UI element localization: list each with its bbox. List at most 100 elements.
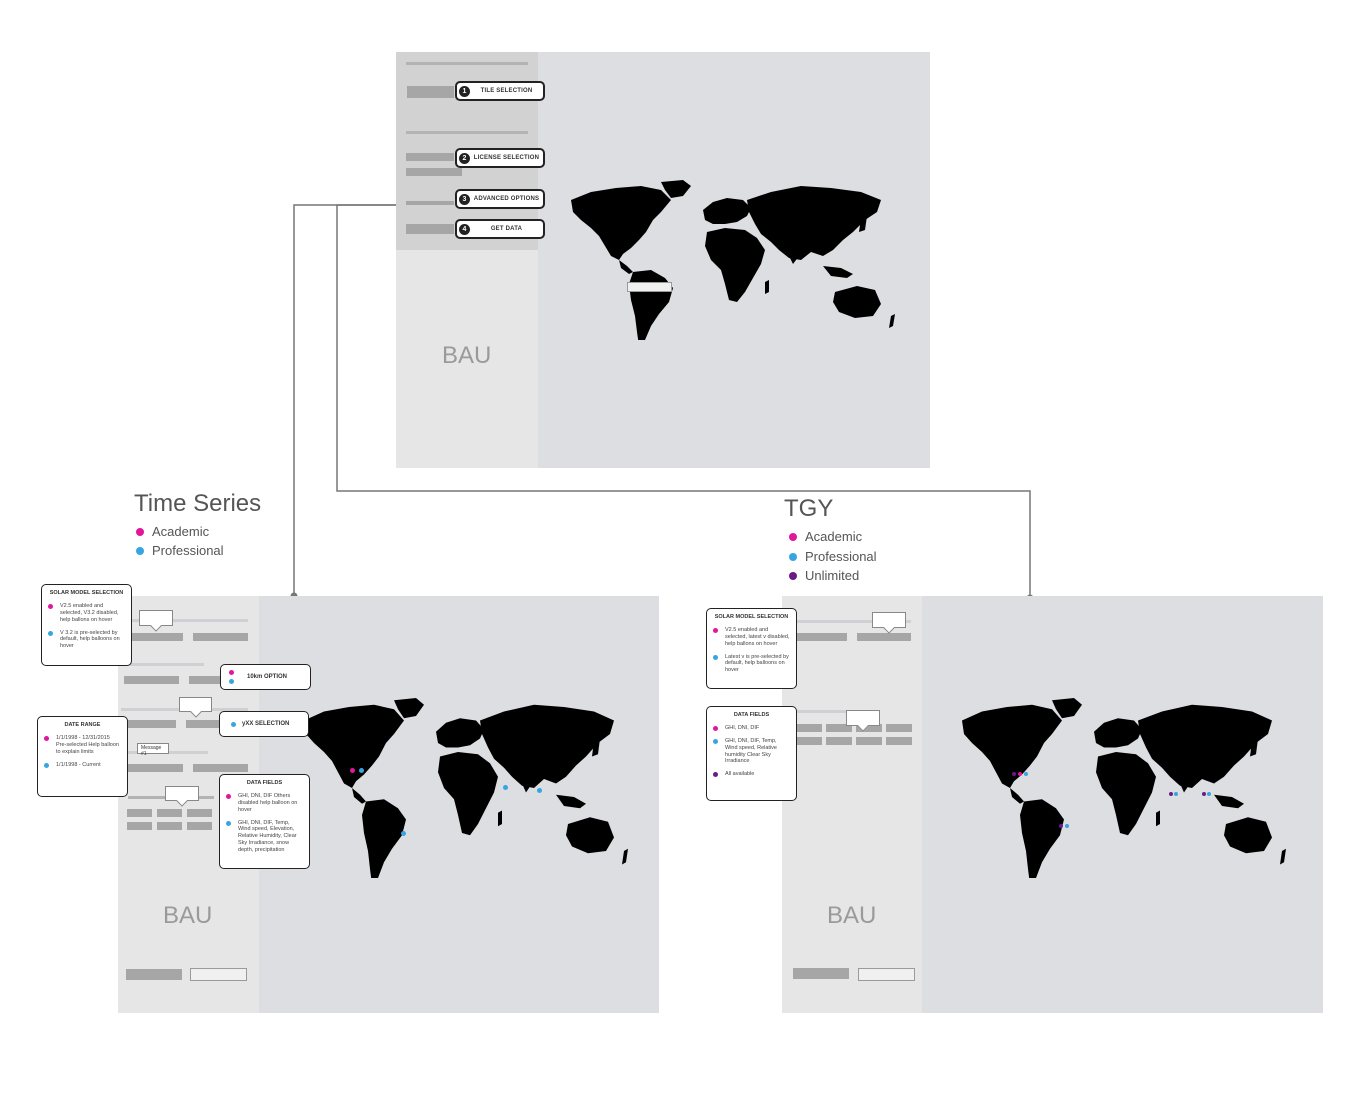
- field-bar: [856, 737, 882, 745]
- step-license-selection[interactable]: 2 LICENSE SELECTION: [455, 148, 545, 168]
- option-bar: [124, 676, 179, 684]
- professional-text: Latest v is pre-selected by default, hel…: [725, 653, 789, 674]
- unlimited-row: All available: [713, 771, 790, 778]
- tgy-panel: BAU: [782, 596, 1323, 1013]
- option-bar: [193, 633, 248, 641]
- primary-button[interactable]: [793, 968, 849, 979]
- message-balloon: Message #1: [137, 743, 169, 757]
- world-map: [962, 698, 1286, 878]
- field-bar: [794, 737, 822, 745]
- secondary-button[interactable]: [190, 968, 247, 981]
- legend-label: Unlimited: [805, 568, 860, 583]
- professional-dot: [48, 630, 53, 636]
- bau-label: BAU: [442, 342, 492, 369]
- legend-label: Academic: [152, 524, 210, 539]
- world-map: [304, 698, 628, 878]
- academic-row: GHI, DNI, DIF: [713, 725, 790, 732]
- 10km-option-callout: 10km OPTION: [220, 664, 311, 690]
- professional-text: 1/1/1998 - Current: [56, 761, 101, 768]
- field-bar: [187, 822, 212, 830]
- academic-row: V2.5 enabled and selected, V3.2 disabled…: [48, 603, 125, 624]
- professional-marker: [503, 785, 508, 790]
- time-series-title: Time Series: [134, 490, 262, 517]
- academic-dot: [713, 725, 718, 731]
- field-bar: [886, 737, 912, 745]
- license-placeholder: [406, 153, 454, 161]
- unlimited-marker: [1012, 772, 1016, 776]
- step-tile-selection[interactable]: 1 TILE SELECTION: [455, 81, 545, 101]
- tgy-title: TGY: [784, 495, 834, 522]
- advanced-placeholder: [406, 201, 454, 205]
- academic-row: V2.5 enabled and selected, latest v disa…: [713, 627, 790, 648]
- get-data-placeholder: [406, 224, 454, 234]
- step-get-data[interactable]: 4 GET DATA: [455, 219, 545, 239]
- secondary-button[interactable]: [858, 968, 915, 981]
- help-balloon: [872, 612, 906, 628]
- bau-label: BAU: [163, 902, 213, 929]
- unlimited-text: All available: [725, 771, 755, 778]
- slider-track: [128, 663, 204, 666]
- professional-dot: [226, 820, 231, 826]
- legend-professional: Professional: [789, 549, 877, 564]
- date-bar: [128, 764, 183, 772]
- date-range-callout: DATE RANGE 1/1/1998 - 12/31/2015 Pre-sel…: [37, 716, 128, 797]
- professional-dot: [713, 654, 718, 660]
- primary-button[interactable]: [126, 969, 182, 980]
- professional-text: GHI, DNI, DIF, Temp, Wind speed, Elevati…: [238, 819, 297, 854]
- map-tile-box[interactable]: [627, 282, 672, 292]
- legend-academic: Academic: [789, 529, 862, 544]
- professional-marker: [1024, 772, 1028, 776]
- field-bar: [127, 809, 152, 817]
- academic-marker: [1018, 772, 1022, 776]
- unlimited-marker: [1169, 792, 1173, 796]
- data-fields-callout: DATA FIELDS GHI, DNI, DIF Others disable…: [219, 774, 310, 869]
- professional-row: Latest v is pre-selected by default, hel…: [713, 654, 790, 675]
- unlimited-dot: [713, 772, 718, 778]
- step-number: 3: [459, 193, 470, 205]
- yxx-selection-label: yXX SELECTION: [242, 721, 290, 727]
- world-map: [571, 180, 895, 340]
- callout-title: SOLAR MODEL SELECTION: [714, 614, 789, 620]
- professional-marker: [401, 831, 406, 836]
- academic-text: 1/1/1998 - 12/31/2015 Pre-selected Help …: [56, 734, 119, 755]
- academic-dot: [226, 793, 231, 799]
- professional-row: V 3.2 is pre-selected by default, help b…: [48, 630, 125, 651]
- top-panel: BAU: [396, 52, 930, 468]
- step-advanced-options[interactable]: 3 ADVANCED OPTIONS: [455, 189, 545, 209]
- step-number: 2: [459, 152, 470, 164]
- bau-label: BAU: [827, 902, 877, 929]
- help-balloon: [165, 786, 199, 801]
- academic-marker: [350, 768, 355, 773]
- professional-dot: [231, 721, 236, 727]
- professional-dot: [44, 762, 49, 768]
- professional-text: V 3.2 is pre-selected by default, help b…: [60, 629, 120, 650]
- professional-dot: [789, 552, 797, 561]
- callout-title: DATE RANGE: [64, 722, 101, 728]
- professional-dot: [713, 738, 718, 744]
- field-bar: [856, 724, 882, 732]
- unlimited-marker: [1202, 792, 1206, 796]
- tgy-solar-model-callout: SOLAR MODEL SELECTION V2.5 enabled and s…: [706, 608, 797, 689]
- callout-title: DATA FIELDS: [733, 712, 770, 718]
- callout-title: SOLAR MODEL SELECTION: [49, 590, 124, 596]
- step-label: ADVANCED OPTIONS: [473, 196, 540, 202]
- yxx-selection-callout: yXX SELECTION: [219, 711, 309, 737]
- academic-dot: [789, 532, 797, 541]
- step-label: TILE SELECTION: [480, 88, 533, 94]
- divider: [406, 131, 528, 134]
- academic-dot: [136, 527, 144, 536]
- help-balloon: [179, 697, 212, 712]
- slider-track: [794, 620, 911, 623]
- 10km-option-label: 10km OPTION: [247, 674, 288, 680]
- academic-dot: [713, 627, 718, 633]
- slider-track: [128, 619, 248, 622]
- professional-marker: [1207, 792, 1211, 796]
- solar-model-callout: SOLAR MODEL SELECTION V2.5 enabled and s…: [41, 584, 132, 666]
- field-bar: [127, 822, 152, 830]
- license-placeholder: [406, 168, 462, 176]
- step-label: LICENSE SELECTION: [473, 155, 540, 161]
- legend-label: Academic: [805, 529, 863, 544]
- divider: [406, 62, 528, 65]
- slider-track: [794, 710, 877, 713]
- legend-label: Professional: [805, 549, 877, 564]
